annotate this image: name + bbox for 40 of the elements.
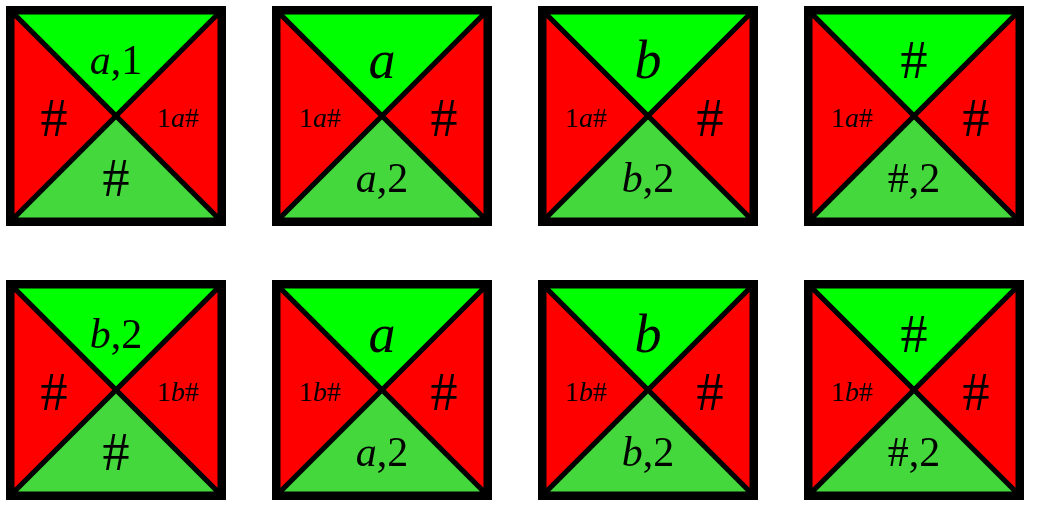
triangle-label: a xyxy=(368,33,396,87)
triangle-label: # xyxy=(40,91,68,145)
triangle-label: 1a# xyxy=(831,104,873,132)
triangle-label: a,2 xyxy=(355,431,409,473)
triangle-label: # xyxy=(40,365,68,419)
wang-tile xyxy=(538,280,758,500)
wang-tile xyxy=(804,280,1024,500)
wang-tile xyxy=(6,280,226,500)
triangle-label: b,2 xyxy=(89,313,143,355)
triangle-label: a,1 xyxy=(89,39,143,81)
triangle-label: # xyxy=(696,365,724,419)
triangle-label: b,2 xyxy=(621,431,675,473)
triangle-label: b xyxy=(634,33,662,87)
triangle-label: b xyxy=(634,307,662,361)
triangle-label: 1b# xyxy=(299,378,341,406)
triangle-label: 1b# xyxy=(831,378,873,406)
triangle-label: # xyxy=(430,91,458,145)
wang-tile xyxy=(804,6,1024,226)
triangle-label: # xyxy=(430,365,458,419)
triangle-label: a,2 xyxy=(355,157,409,199)
wang-tile xyxy=(272,6,492,226)
wang-tile xyxy=(6,6,226,226)
triangle-label: 1a# xyxy=(299,104,341,132)
triangle-label: 1b# xyxy=(157,378,199,406)
triangle-label: # xyxy=(962,91,990,145)
triangle-label: #,2 xyxy=(887,157,941,199)
triangle-label: #,2 xyxy=(887,431,941,473)
triangle-label: 1b# xyxy=(565,378,607,406)
wang-tile xyxy=(538,6,758,226)
triangle-label: 1a# xyxy=(157,104,199,132)
triangle-label: # xyxy=(696,91,724,145)
triangle-label: b,2 xyxy=(621,157,675,199)
triangle-label: 1a# xyxy=(565,104,607,132)
triangle-label: # xyxy=(102,425,130,479)
triangle-label: a xyxy=(368,307,396,361)
triangle-label: # xyxy=(962,365,990,419)
triangle-label: # xyxy=(900,307,928,361)
triangle-label: # xyxy=(900,33,928,87)
triangle-label: # xyxy=(102,151,130,205)
wang-tile xyxy=(272,280,492,500)
